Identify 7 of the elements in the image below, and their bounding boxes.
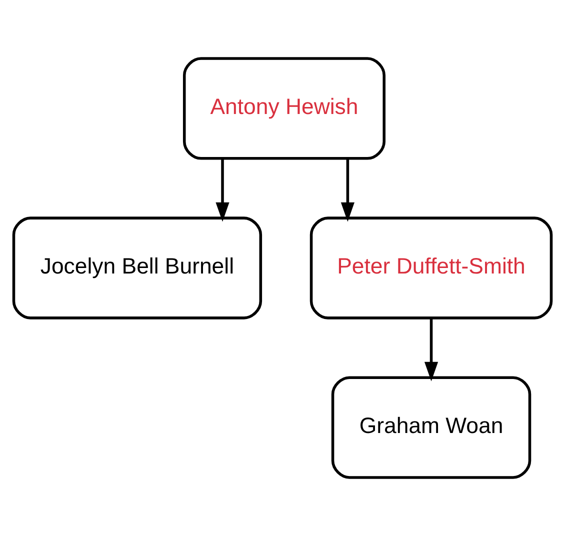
arrow <box>340 158 354 222</box>
node-box: Jocelyn Bell Burnell <box>12 216 262 320</box>
arrow <box>216 158 230 222</box>
arrow <box>424 318 438 382</box>
node-box: Antony Hewish <box>182 57 386 160</box>
node-box: Peter Duffett-Smith <box>310 216 553 320</box>
node-box: Graham Woan <box>331 376 532 479</box>
